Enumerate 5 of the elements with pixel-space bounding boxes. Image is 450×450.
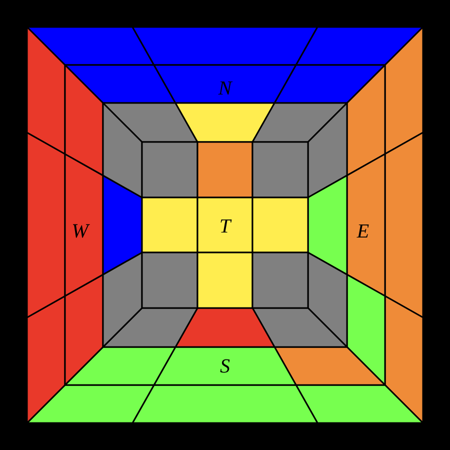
face-label: W <box>73 224 90 238</box>
face-label: N <box>218 81 233 95</box>
face-label: E <box>356 224 369 238</box>
face-label: S <box>220 359 230 373</box>
face-label: T <box>220 219 232 233</box>
